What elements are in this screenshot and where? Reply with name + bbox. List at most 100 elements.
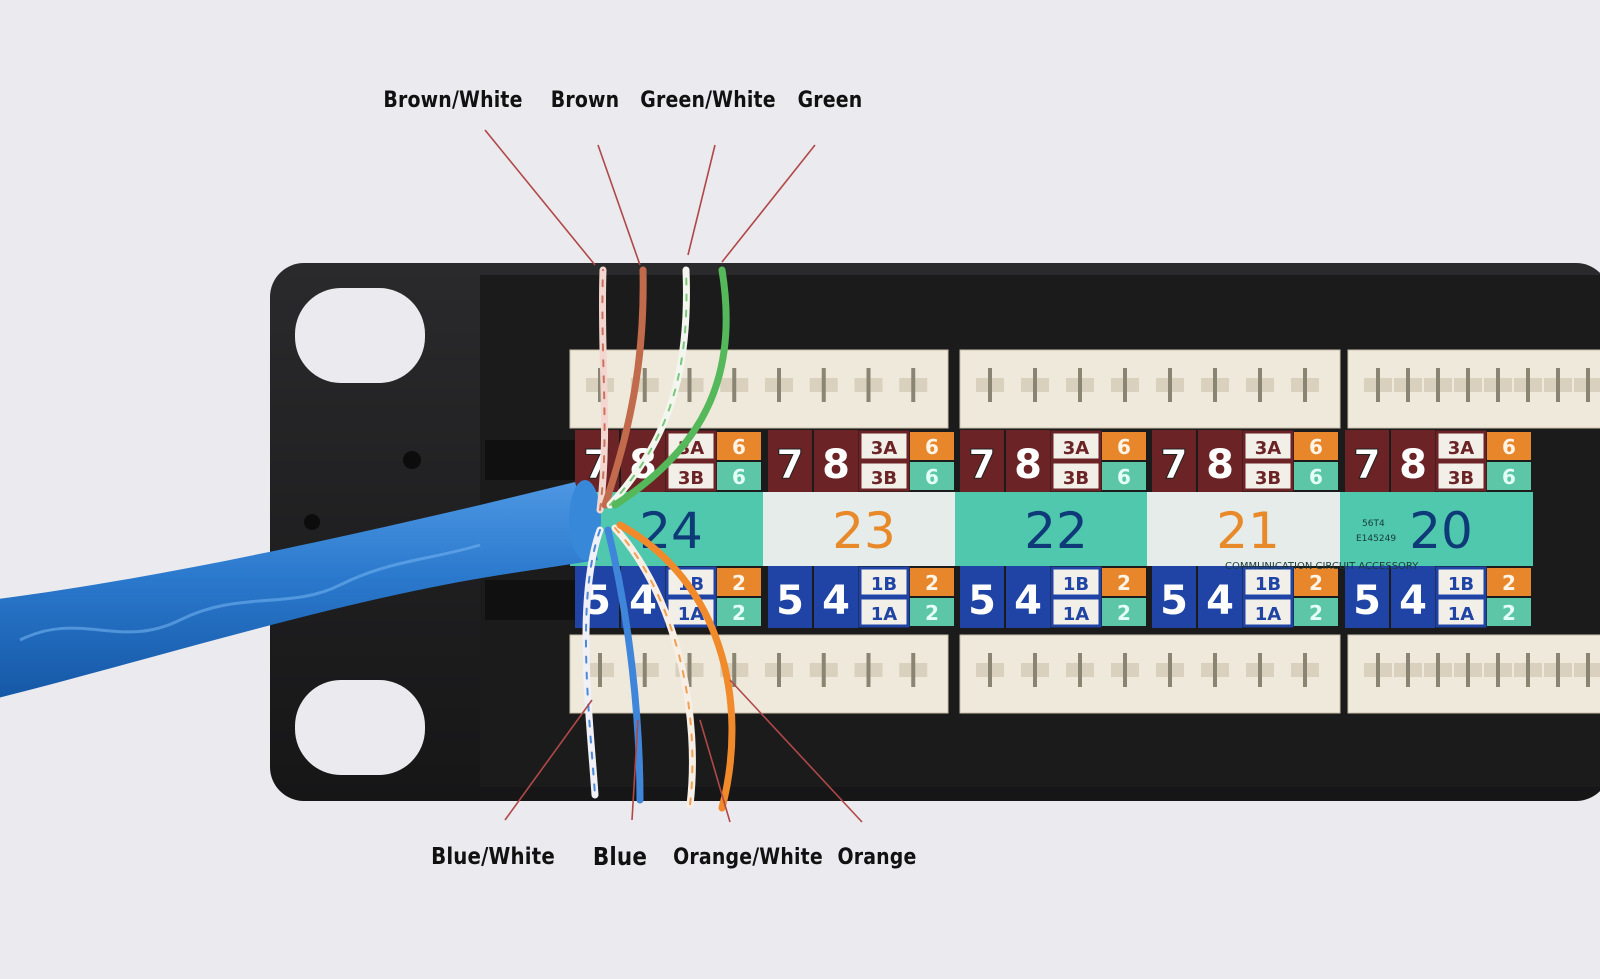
pin-cell-1b [1242, 566, 1294, 598]
idc-contact [1436, 653, 1440, 687]
panel-print-3: COMMUNICATION CIRCUIT ACCESSORY [1225, 561, 1419, 572]
pin-6b-label: 6 [732, 465, 746, 489]
pin-4-label: 4 [1399, 578, 1427, 624]
pin-8-label: 8 [1206, 442, 1234, 488]
pin-2b-label: 2 [1502, 601, 1516, 625]
idc-contact [1466, 653, 1470, 687]
pin-cell-3a [858, 430, 910, 462]
blue-cable [0, 482, 598, 698]
pin-3a-label: 3A [1063, 438, 1090, 459]
pin-cell-6a [717, 432, 761, 460]
screw [304, 514, 320, 530]
pin-cell-2b [1294, 598, 1338, 626]
pin-3b-label: 3B [678, 468, 704, 489]
idc-block-top [959, 349, 1341, 429]
pin-cell-3b [665, 460, 717, 492]
pin-cell-7 [960, 430, 1004, 492]
pin-6a-label: 6 [925, 435, 939, 459]
pin-cell-8 [814, 430, 858, 492]
idc-contact [1213, 653, 1217, 687]
idc-contact [642, 653, 647, 687]
pin-6b-label: 6 [1502, 465, 1516, 489]
idc-contact [1436, 368, 1440, 402]
idc-contact [777, 653, 781, 687]
pin-cell-3a [1242, 430, 1294, 462]
pin-cell-1b [858, 566, 910, 598]
idc-contact [988, 653, 992, 687]
idc-contact [1123, 653, 1127, 687]
pin-3a-label: 3A [1448, 438, 1475, 459]
mounting-hole-bottom [295, 680, 425, 775]
idc-contact [911, 653, 916, 687]
pin-cell-5 [1345, 566, 1389, 628]
pin-cell-4 [814, 566, 858, 628]
idc-contact [1526, 653, 1530, 687]
pin-cell-3b [1435, 460, 1487, 492]
idc-contact [1496, 368, 1500, 402]
pin-1a-label: 1A [871, 604, 898, 625]
pin-1a-label: 1A [1448, 604, 1475, 625]
pin-cell-8 [1391, 430, 1435, 492]
pin-cell-3b [1242, 460, 1294, 492]
pin-cell-2b [910, 598, 954, 626]
idc-contact [1123, 368, 1127, 402]
twisted-pair-wires [582, 266, 736, 812]
port-band-20 [1340, 492, 1533, 566]
label-orange-white: Orange/White [673, 845, 823, 870]
idc-contact [1033, 368, 1037, 402]
pin-5-label: 5 [1160, 578, 1188, 624]
pin-3b-label: 3B [1448, 468, 1474, 489]
pin-cell-6b [1102, 462, 1146, 490]
pin-cell-6a [910, 432, 954, 460]
pin-2b-label: 2 [925, 601, 939, 625]
pin-cell-7 [768, 430, 812, 492]
pin-6a-label: 6 [1309, 435, 1323, 459]
idc-contact [1526, 368, 1530, 402]
pin-cell-6b [910, 462, 954, 490]
pin-1a-label: 1A [1063, 604, 1090, 625]
pin-cell-5 [575, 566, 619, 628]
pin-2b-label: 2 [732, 601, 746, 625]
idc-contact [1168, 653, 1172, 687]
idc-contact [598, 653, 602, 687]
pin-1b-label: 1B [1063, 574, 1089, 595]
pin-4-label: 4 [822, 578, 850, 624]
pin-cell-1a [1435, 596, 1487, 628]
idc-contact [777, 368, 781, 402]
idc-contact [1406, 653, 1410, 687]
idc-contact [1078, 653, 1082, 687]
pin-cell-6a [1294, 432, 1338, 460]
idc-contact [598, 368, 602, 402]
label-blue: Blue [592, 842, 648, 871]
port-band-23 [763, 492, 956, 566]
port-number-21: 21 [1216, 502, 1280, 560]
pin-7-label: 7 [1160, 442, 1188, 488]
cable-end [569, 480, 601, 560]
pin-1a-label: 1A [1255, 604, 1282, 625]
panel-print-1: 56T4 [1362, 519, 1385, 529]
pin-8-label: 8 [822, 442, 850, 488]
pin-cell-3b [858, 460, 910, 492]
idc-block-bottom [959, 634, 1341, 714]
pin-3b-label: 3B [1063, 468, 1089, 489]
label-orange: Orange [837, 845, 917, 870]
pin-cell-4 [1391, 566, 1435, 628]
pin-3a-label: 3A [871, 438, 898, 459]
pin-cell-3a [1435, 430, 1487, 462]
panel-print-2: E145249 [1356, 534, 1396, 544]
idc-contact [821, 653, 826, 687]
pin-7-label: 7 [1353, 442, 1381, 488]
pin-cell-1b [1435, 566, 1487, 598]
idc-contact [1376, 653, 1380, 687]
idc-contact [732, 653, 737, 687]
cable-clamp [485, 580, 580, 620]
pin-cell-6b [717, 462, 761, 490]
pin-6b-label: 6 [1117, 465, 1131, 489]
pin-2a-label: 2 [1502, 571, 1516, 595]
idc-contact [1496, 653, 1500, 687]
idc-contact [866, 653, 871, 687]
pin-cell-5 [1152, 566, 1196, 628]
pin-cell-1a [1050, 596, 1102, 628]
pin-4-label: 4 [1014, 578, 1042, 624]
